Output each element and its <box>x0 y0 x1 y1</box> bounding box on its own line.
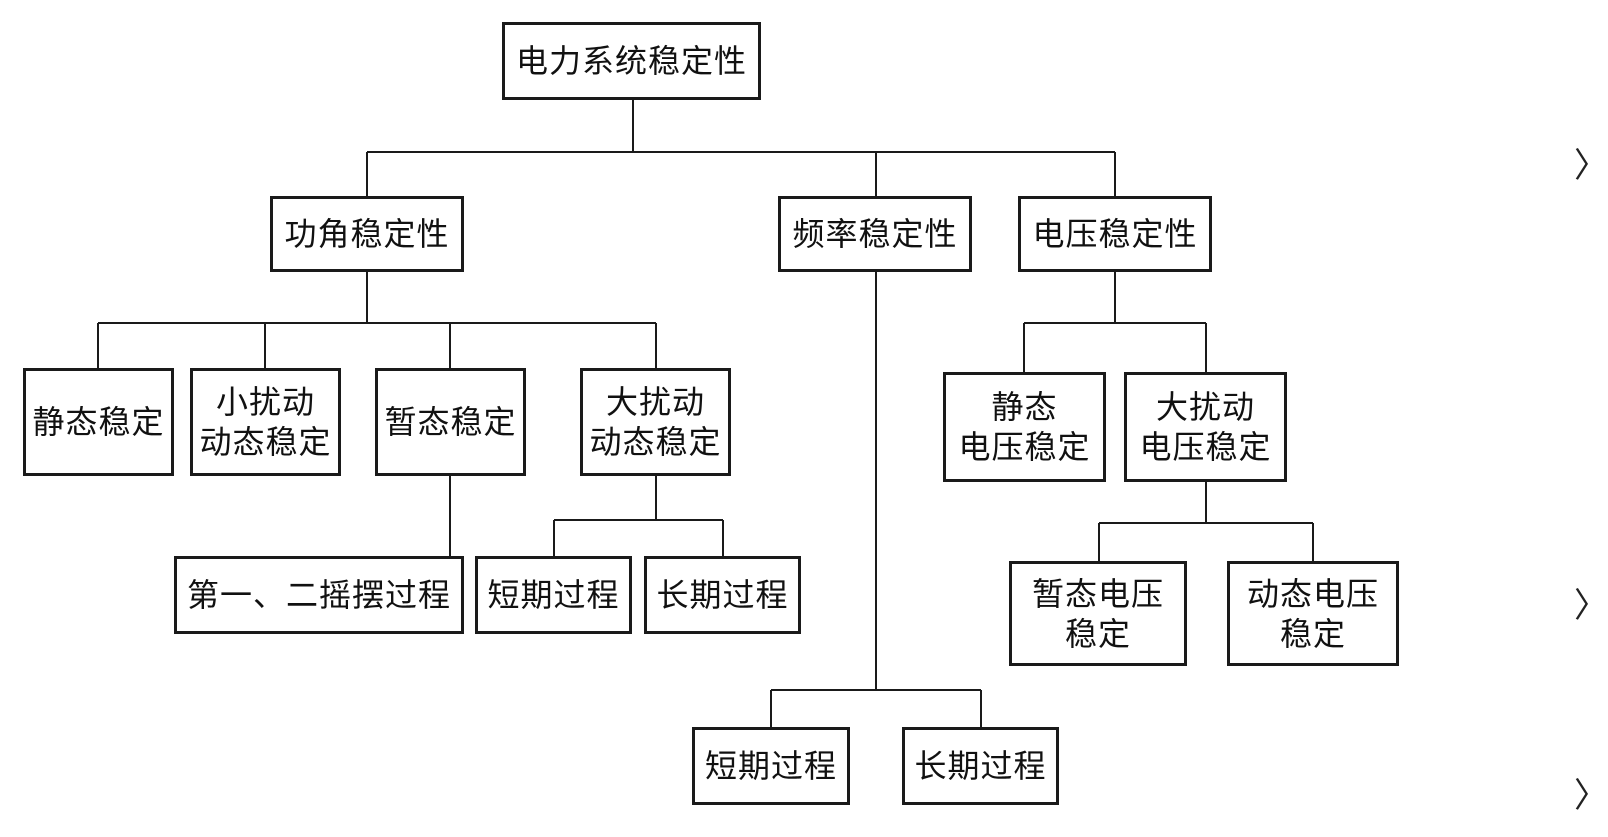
large-disturbance-line2: 动态稳定 <box>589 423 722 461</box>
edge-mark-1: 〉 <box>1574 146 1608 186</box>
frequency-short-term-node: 短期过程 <box>692 727 850 805</box>
angle-stability-label: 功角稳定性 <box>284 215 450 253</box>
angle-long-term-node: 长期过程 <box>644 556 801 634</box>
first-second-swing-node: 第一、二摇摆过程 <box>174 556 464 634</box>
frequency-stability-node: 频率稳定性 <box>778 196 972 272</box>
first-second-swing-label: 第一、二摇摆过程 <box>186 576 451 614</box>
static-voltage-line2: 电压稳定 <box>958 428 1091 466</box>
frequency-short-term-label: 短期过程 <box>704 747 837 785</box>
small-disturbance-line1: 小扰动 <box>215 383 315 421</box>
static-voltage-stability-node: 静态 电压稳定 <box>943 372 1106 482</box>
voltage-stability-node: 电压稳定性 <box>1018 196 1212 272</box>
frequency-stability-label: 频率稳定性 <box>792 215 958 253</box>
transient-stability-label: 暂态稳定 <box>384 403 517 441</box>
large-disturbance-voltage-node: 大扰动 电压稳定 <box>1124 372 1287 482</box>
large-voltage-line2: 电压稳定 <box>1139 428 1272 466</box>
root-node: 电力系统稳定性 <box>502 22 761 100</box>
transient-stability-node: 暂态稳定 <box>375 368 526 476</box>
small-disturbance-line2: 动态稳定 <box>199 423 332 461</box>
dynamic-voltage-stability-node: 动态电压 稳定 <box>1227 561 1399 666</box>
edge-mark-2: 〉 <box>1574 586 1608 626</box>
root-label: 电力系统稳定性 <box>515 42 747 80</box>
dynamic-voltage-line1: 动态电压 <box>1246 574 1379 613</box>
angle-stability-node: 功角稳定性 <box>270 196 464 272</box>
voltage-stability-label: 电压稳定性 <box>1032 215 1198 253</box>
transient-voltage-stability-node: 暂态电压 稳定 <box>1009 561 1187 666</box>
large-disturbance-dynamic-node: 大扰动 动态稳定 <box>580 368 731 476</box>
transient-voltage-line2: 稳定 <box>1064 614 1131 653</box>
frequency-long-term-label: 长期过程 <box>914 747 1047 785</box>
static-stability-label: 静态稳定 <box>32 403 165 441</box>
dynamic-voltage-line2: 稳定 <box>1279 614 1346 653</box>
large-disturbance-line1: 大扰动 <box>605 383 705 421</box>
large-voltage-line1: 大扰动 <box>1155 388 1255 426</box>
frequency-long-term-node: 长期过程 <box>902 727 1059 805</box>
static-stability-node: 静态稳定 <box>23 368 174 476</box>
angle-long-term-label: 长期过程 <box>656 576 789 614</box>
angle-short-term-label: 短期过程 <box>487 576 620 614</box>
angle-short-term-node: 短期过程 <box>475 556 632 634</box>
transient-voltage-line1: 暂态电压 <box>1031 574 1164 613</box>
small-disturbance-dynamic-node: 小扰动 动态稳定 <box>190 368 341 476</box>
edge-mark-3: 〉 <box>1574 776 1608 816</box>
static-voltage-line1: 静态 <box>991 388 1058 426</box>
